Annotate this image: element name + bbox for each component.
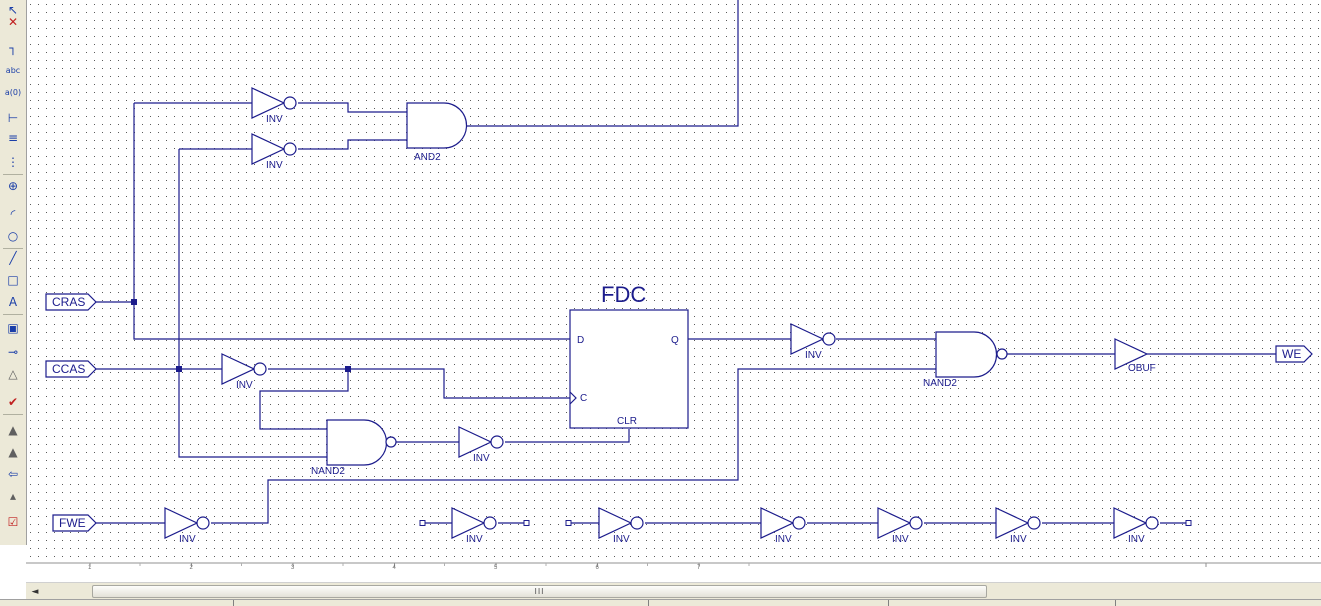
junction-dot [176,366,182,372]
verify-icon[interactable]: ☑ [7,515,19,529]
wire [466,0,739,127]
inv-label: INV [1010,534,1027,545]
wire [133,103,570,340]
inv-gate[interactable]: INV [221,353,267,391]
wire [298,139,407,150]
ruler-tick-label: 4 [393,565,397,571]
open-pins [419,520,1192,526]
add-bus-tap-icon[interactable]: ⊢ [7,111,19,125]
add-image-icon[interactable]: ▣ [7,321,19,335]
horizontal-scrollbar[interactable]: ◄ III [26,582,1321,600]
port-cras-label: CRAS [52,295,85,309]
ruler-tick-label: 7 [697,565,701,571]
inv-label: INV [775,534,792,545]
inv-label: INV [892,534,909,545]
obuf-label: OBUF [1128,363,1156,374]
fdc-pin-clr: CLR [617,416,637,427]
up-hierarchy-icon[interactable]: △ [8,367,18,381]
inv-label: INV [266,160,283,171]
status-bar [0,599,1321,606]
port-ccas[interactable]: CCAS [45,360,97,378]
line-tool-icon[interactable]: ╱ [9,251,17,265]
inv-gate[interactable]: INV [251,87,297,125]
rectangle-tool-icon[interactable]: □ [7,273,19,287]
arc-tool-icon[interactable]: ◜ [10,207,16,221]
add-bus-icon[interactable]: ⋮ [7,155,19,169]
inv-gate[interactable]: INV [451,507,497,545]
inv-label: INV [466,534,483,545]
add-io-marker-icon[interactable]: ≡ [7,131,19,145]
add-pin-icon[interactable]: ⊸ [7,345,19,359]
select-tool-icon[interactable]: ↖ [7,3,19,17]
scroll-left-icon[interactable]: ◄ [31,586,39,597]
rename-bus-icon[interactable]: a(0) [4,87,22,97]
junction-dot [131,299,137,305]
inv-gate[interactable]: INV [251,133,297,171]
port-fwe[interactable]: FWE [52,514,97,532]
add-symbol-icon[interactable]: ✕ [7,15,19,29]
fdc-title: FDC [601,282,646,307]
port-cras[interactable]: CRAS [45,293,97,311]
junction-dot [345,366,351,372]
ruler-tick-label: 6 [596,565,600,571]
inv-label: INV [266,114,283,125]
horizontal-ruler: 1 2 3 4 5 6 7 [26,562,1321,583]
check-schematic-icon[interactable]: ✔ [7,395,19,409]
pop-symbol-icon[interactable]: ▲ [8,445,18,459]
push-into-symbol-icon[interactable]: ▲ [8,423,18,437]
port-we[interactable]: WE [1275,345,1313,363]
inv-gate[interactable]: INV [790,323,836,361]
schematic-canvas[interactable]: CRAS CCAS FWE WE INV INV INV INV INV INV INV INV IN… [26,0,1321,562]
ruler-tick-label: 1 [88,565,92,571]
wire [505,429,630,443]
and2-label: AND2 [414,152,441,163]
inv-gate[interactable]: INV [1113,507,1159,545]
nand2-lower-label: NAND2 [311,466,345,477]
inv-label: INV [613,534,630,545]
inv-label: INV [1128,534,1145,545]
wire [178,149,327,458]
grid-background [26,0,1321,562]
inv-gate[interactable]: INV [995,507,1041,545]
inv-label: INV [236,380,253,391]
port-fwe-label: FWE [59,516,86,530]
inv-gate[interactable]: INV [877,507,923,545]
and2-gate[interactable] [406,102,468,149]
fdc-pin-q: Q [671,335,679,346]
port-ccas-label: CCAS [52,362,85,376]
add-net-name-icon[interactable]: abc [5,65,21,75]
ruler-tick-label: 3 [291,565,295,571]
inv-label: INV [805,350,822,361]
inv-gate[interactable]: INV [760,507,806,545]
tool-palette: ↖✕ ┐ abc a(0) ⊢ ≡ ⋮ ⊕ ◜ ○ ╱ □ A ▣ ⊸ △ ✔ ▲ ▲ ⇦ ▴ ☑ [0,0,27,545]
circle-tool-icon[interactable]: ○ [7,229,19,243]
port-we-label: WE [1282,347,1301,361]
inv-label: INV [179,534,196,545]
hierarchy-icon[interactable]: ▴ [9,489,17,503]
inv-gate[interactable]: INV [458,426,504,464]
text-tool-icon[interactable]: A [8,295,18,309]
add-wire-icon[interactable]: ┐ [9,41,17,55]
inv-label: INV [473,453,490,464]
back-icon[interactable]: ⇦ [7,467,19,481]
scroll-thumb[interactable]: III [92,585,987,598]
wire [211,368,936,524]
ruler-tick-label: 2 [190,565,194,571]
wire [298,102,407,113]
ruler-tick-label: 5 [494,565,498,571]
inv-gate[interactable]: INV [598,507,644,545]
fdc-pin-d: D [577,335,584,346]
nand2-gate-lower[interactable] [326,419,397,466]
wires [96,0,1276,524]
add-probe-icon[interactable]: ⊕ [7,179,19,193]
junctions [131,299,351,372]
inv-gate[interactable]: INV [164,507,210,545]
obuf-buffer[interactable] [1114,338,1149,370]
nand2-right-label: NAND2 [923,378,957,389]
wire [259,369,349,430]
wire [268,368,570,399]
fdc-pin-c: C [580,393,587,404]
nand2-gate-right[interactable] [935,331,1008,378]
fdc-flipflop[interactable] [569,309,689,429]
